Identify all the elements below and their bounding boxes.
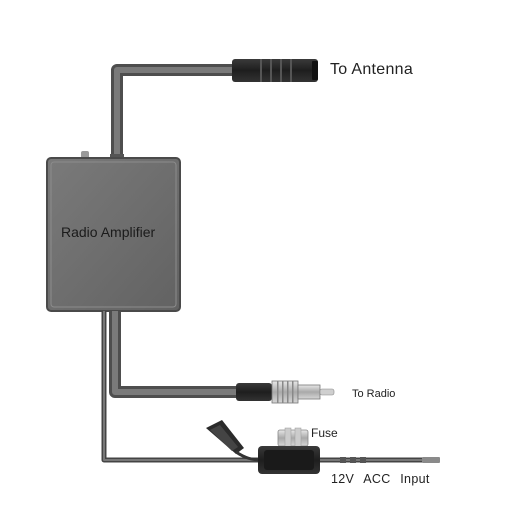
amplifier-box [46, 151, 181, 312]
to-radio-label: To Radio [352, 388, 396, 400]
power-input-label: 12V ACC Input [331, 472, 430, 486]
antenna-connector [232, 59, 318, 82]
power-wire [320, 457, 440, 463]
fuse-label: Fuse [311, 426, 338, 440]
radio-amplifier-label: Radio Amplifier [61, 224, 156, 240]
antenna-cable [111, 64, 236, 160]
to-antenna-label: To Antenna [330, 61, 414, 78]
fuse-holder [206, 420, 320, 474]
output-cables [101, 311, 262, 463]
radio-plug [236, 380, 335, 404]
